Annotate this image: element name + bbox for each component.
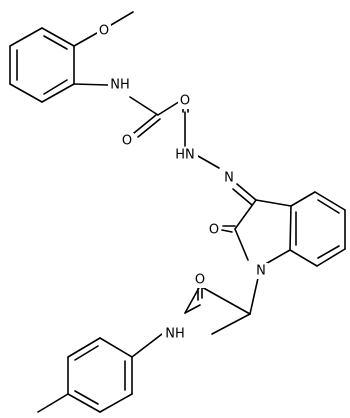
atom-o-amide: O [195,273,205,288]
hydrazone-linkage [197,155,257,206]
atom-o-left: O [122,134,132,149]
methoxyphenyl-ring [9,27,75,103]
atom-o-right: O [180,94,190,109]
amide-carbonyl-bond [184,285,201,314]
methoxy-group [73,11,134,47]
tolyl-ring [67,337,133,413]
atom-o-lactam: O [209,223,219,238]
atom-o-methoxy: O [99,24,109,39]
oxindole-core [221,191,346,267]
aryl-nh-bond [73,83,109,86]
atom-hn-hydrazone: HN [175,148,195,163]
atom-n-ring: N [256,264,266,279]
atom-nh-bottom: NH [165,327,185,342]
atom-n-imine: N [224,171,234,186]
amide-carbonyl-bond-2 [184,304,201,314]
nh-aryl-bond [131,333,163,358]
methyl-bond [37,393,69,413]
atom-labels: O NH O O HN N O N O NH [97,24,268,342]
atom-nh-top: NH [110,78,130,93]
